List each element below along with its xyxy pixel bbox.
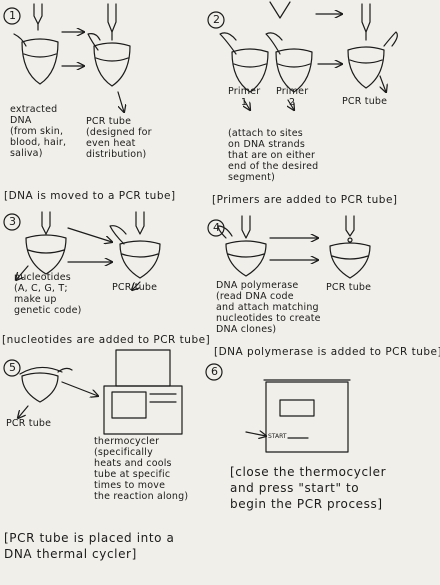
step2-primer-2-tube-icon [265, 32, 313, 110]
step6-closed-thermocycler-icon [263, 379, 351, 453]
step6-number-circle [205, 363, 223, 381]
step3-pipette-icon [41, 211, 51, 235]
step1-pipette-icon [33, 3, 43, 31]
step4-polymerase-tube-icon [217, 225, 267, 277]
step3-pointer-line [16, 265, 29, 280]
step4-pcr-tube-icon [329, 242, 371, 279]
step4-number: 4 [213, 221, 221, 234]
step3-pcr-tube-icon [109, 225, 161, 279]
step3-caption: [nucleotides are added to PCR tube] [2, 334, 211, 346]
step5-closed-tube-icon [19, 366, 73, 403]
step2-pointer-line [379, 75, 386, 92]
step2-pcr-tube-icon [347, 31, 398, 89]
step3-nucleotides-label: nucleotides (A, C, G, T; make up genetic… [14, 272, 82, 316]
step3-pcr-pointer [132, 281, 141, 290]
step3-nucleotide-tube-icon [25, 234, 67, 275]
step2-number-circle [207, 11, 225, 29]
step2-pcr-tube-label: PCR tube [342, 96, 388, 107]
step5-number-circle [3, 359, 21, 377]
step2-primer-1-tube-icon [219, 32, 269, 110]
step3-pcr-tube-label: PCR tube [112, 282, 158, 293]
step1-number-circle [3, 7, 21, 25]
step2-primer-pipette-icon [269, 1, 291, 19]
step4-caption: [DNA polymerase is added to PCR tube] [214, 346, 440, 358]
step6-caption: [close the thermocycler and press "start… [230, 465, 387, 511]
step2-pipette-over-tube-icon [361, 3, 371, 41]
step2-number: 2 [213, 13, 221, 26]
step5-arrow-a [61, 381, 98, 396]
step3-pipette-over-tube-icon [135, 211, 145, 235]
step1-sample-tube-icon [13, 33, 59, 85]
step3-number-circle [3, 213, 21, 231]
step1-extracted-dna-label: extracted DNA (from skin, blood, hair, s… [10, 104, 67, 159]
step2-primer-note: (attach to sites on DNA strands that are… [228, 128, 319, 183]
step4-pcr-tube-label: PCR tube [326, 282, 372, 293]
step5-thermocycler-label: thermocycler (specifically heats and coo… [94, 436, 189, 502]
step6-pointer-line [245, 432, 266, 436]
step2-caption: [Primers are added to PCR tube] [212, 194, 398, 206]
step3-arrow-a [67, 227, 112, 242]
step5-pointer-line [18, 405, 29, 418]
step5-pcr-tube-label: PCR tube [6, 418, 52, 429]
step1-pcr-tube-icon [87, 33, 131, 87]
step5-number: 5 [9, 361, 17, 374]
step1-number: 1 [9, 9, 17, 22]
step3-number: 3 [9, 215, 17, 228]
step4-pipette-over-tube-icon [345, 215, 355, 243]
step5-thermocycler-open-icon [103, 349, 183, 435]
step1-pipette-over-tube-icon [107, 3, 117, 41]
step2-primer-1-label: Primer 1 [228, 86, 261, 108]
step4-dna-polymerase-label: DNA polymerase (read DNA code and attach… [216, 280, 321, 335]
step1-pointer-line [117, 91, 124, 112]
step6-number: 6 [211, 365, 219, 378]
step1-caption: [DNA is moved to a PCR tube] [4, 190, 176, 202]
step2-primer-2-label: Primer 2 [276, 86, 309, 108]
step5-caption: [PCR tube is placed into a DNA thermal c… [4, 531, 175, 561]
step4-pipette-icon [241, 215, 251, 239]
step6-start-button-label: START [268, 433, 287, 440]
step1-pcr-tube-label: PCR tube (designed for even heat distrib… [86, 116, 152, 160]
